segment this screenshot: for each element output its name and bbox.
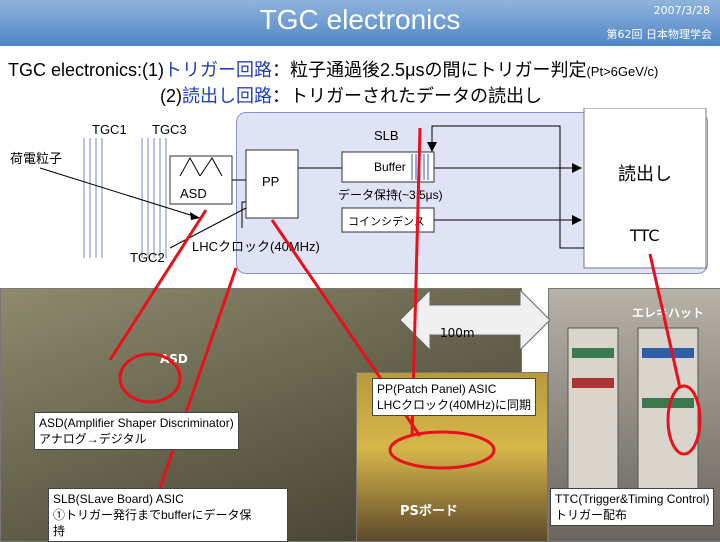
- tgc1-label: TGC1: [92, 122, 127, 137]
- double-arrow-icon: [400, 290, 550, 350]
- tgc2-label: TGC2: [130, 250, 165, 265]
- electronics-diagram: [39, 108, 707, 269]
- pp-highlight-circle: [388, 430, 496, 470]
- asd-callout-title: ASD(Amplifier Shaper Discriminator): [39, 416, 234, 430]
- ttc-arrow-icon: [572, 215, 582, 225]
- asd-connector-line: [108, 209, 208, 361]
- asd-callout: ASD(Amplifier Shaper Discriminator) アナログ…: [34, 412, 239, 450]
- pp-box: [245, 149, 299, 219]
- pp-callout: PP(Patch Panel) ASIC LHCクロック(40MHz)に同期: [372, 378, 537, 416]
- particle-arrow-icon: [190, 212, 200, 220]
- pp-callout-title: PP(Patch Panel) ASIC: [377, 382, 497, 396]
- trigger-feedback-line: [431, 125, 584, 249]
- intro-line2-rest: ：トリガーされたデータの読出し: [272, 86, 542, 106]
- intro-line1-prefix: TGC electronics:(1): [8, 60, 165, 80]
- pp-callout-desc: LHCクロック(40MHz)に同期: [377, 398, 532, 412]
- slb-callout-desc1: ①トリガー発行までbufferにデータ保: [53, 508, 252, 522]
- slb-callout-title: SLB(SLave Board) ASIC: [53, 492, 184, 506]
- clock-line: [241, 201, 246, 228]
- intro-line1-highlight: トリガー回路: [164, 60, 273, 80]
- ttc-connector-line: [648, 253, 682, 389]
- trigger-feedback-arrow-icon: [427, 142, 437, 152]
- ps-board-label: PSボード: [400, 504, 458, 519]
- slb-callout-line: [158, 267, 238, 489]
- charged-particle-label: 荷電粒子: [10, 151, 63, 166]
- asd-box: [169, 155, 233, 205]
- data-hold-label: データ保持(~3.5μs): [338, 188, 443, 202]
- rack-module: [572, 378, 614, 388]
- asd-amp-icon: [179, 156, 201, 177]
- clock-link: [169, 207, 247, 249]
- ttc-label: TTC: [630, 226, 660, 245]
- header-banner: [0, 0, 720, 46]
- asd-diagram-label: ASD: [180, 186, 207, 201]
- tgc3-label: TGC3: [152, 122, 187, 137]
- distance-label: 100m: [440, 326, 475, 340]
- rack-module: [572, 348, 614, 358]
- ttc-highlight-circle: [666, 384, 702, 456]
- ttc-callout-desc: トリガー配布: [555, 508, 628, 522]
- readout-arrow-icon: [572, 163, 582, 173]
- elekihat-label: エレキハット: [632, 306, 705, 320]
- page-title: TGC electronics: [259, 4, 461, 35]
- distance-arrow: [400, 290, 550, 350]
- coincidence-label: コインシデンス: [348, 216, 425, 228]
- readout-label: 読出し: [618, 164, 672, 185]
- rack-module: [642, 348, 694, 358]
- intro-line-2: (2)読出し回路：トリガーされたデータの読出し: [160, 82, 542, 108]
- ttc-callout-title: TTC(Trigger&Timing Control): [555, 492, 710, 506]
- asd-disc-icon: [199, 157, 223, 177]
- tgc-chamber-lines: [83, 138, 167, 258]
- intro-line2-prefix: (2): [160, 86, 182, 106]
- intro-line1-rest: ：粒子通過後2.5μsの間にトリガー判定: [272, 60, 587, 80]
- conference-label: 第62回 日本物理学会: [606, 28, 713, 41]
- pp-diagram-label: PP: [262, 174, 280, 189]
- intro-line2-highlight: 読出し回路: [182, 86, 272, 106]
- slb-callout-desc2: 持: [53, 524, 66, 538]
- intro-line-1: TGC electronics:(1)トリガー回路：粒子通過後2.5μsの間にト…: [8, 56, 658, 82]
- particle-track: [39, 167, 201, 219]
- asd-highlight-circle: [118, 352, 182, 404]
- date-label: 2007/3/28: [653, 4, 710, 17]
- slb-label: SLB: [374, 128, 399, 143]
- asd-callout-desc: アナログ→デジタル: [39, 432, 147, 446]
- ttc-callout: TTC(Trigger&Timing Control) トリガー配布: [550, 488, 715, 526]
- asd-photo-label: ASD: [160, 352, 188, 366]
- buffer-label: Buffer: [374, 160, 406, 174]
- rack-module: [642, 398, 694, 408]
- intro-line1-note: (Pt>6GeV/c): [586, 64, 659, 79]
- readout-ttc-box: [583, 108, 707, 269]
- slb-callout: SLB(SLave Board) ASIC ①トリガー発行までbufferにデー…: [48, 488, 288, 542]
